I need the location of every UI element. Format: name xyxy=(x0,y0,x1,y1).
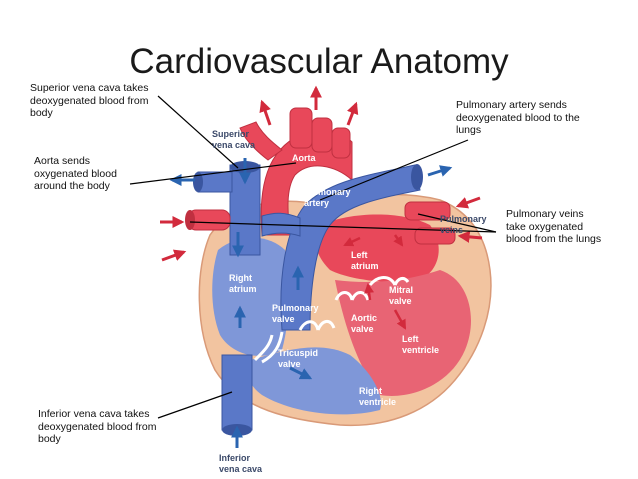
right-ventricle-chamber xyxy=(246,347,381,415)
pulmonary-vein-right-upper xyxy=(404,201,451,221)
arrow-red-in-right-1 xyxy=(455,196,481,209)
annotation-line: Superior vena cava takes xyxy=(30,82,149,94)
annotation-pulmonary-artery: Pulmonary artery sends deoxygenated bloo… xyxy=(456,99,580,137)
aorta-branch-3 xyxy=(331,127,351,159)
aorta-left-branch xyxy=(239,121,283,161)
arrow-red-inside-2 xyxy=(393,234,404,247)
pulmonary-valve xyxy=(298,320,336,331)
annotation-line: oxygenated blood xyxy=(34,167,117,180)
leader-ivc xyxy=(157,391,233,419)
label-left-atrium: Left atrium xyxy=(351,250,379,271)
annotation-line: Pulmonary artery sends xyxy=(456,99,567,111)
label-pulmonary-artery: Pulmonary artery xyxy=(304,187,353,208)
label-left-ventricle: Left ventricle xyxy=(402,334,439,355)
arrow-red-up-1 xyxy=(259,99,272,126)
label-aorta: Aorta xyxy=(292,153,316,163)
annotation-superior-vena-cava: Superior vena cava takes deoxygenated bl… xyxy=(30,82,149,120)
aorta-branch-1 xyxy=(289,107,313,149)
label-pulmonary-valve: Pulmonary valve xyxy=(272,303,321,324)
arrow-blue-right xyxy=(427,165,453,177)
arrow-red-inside-3 xyxy=(393,309,407,330)
annotation-line: deoxygenated blood from xyxy=(38,420,157,433)
label-right-atrium: Right atrium xyxy=(229,273,257,294)
label-aortic-valve: Aortic valve xyxy=(351,313,380,334)
arrow-red-inside-4 xyxy=(364,283,375,301)
slide-title: Cardiovascular Anatomy xyxy=(129,42,509,81)
annotation-line: body xyxy=(38,433,61,445)
annotation-inferior-vena-cava: Inferior vena cava takes deoxygenated bl… xyxy=(38,408,157,446)
annotation-line: Pulmonary veins xyxy=(506,208,584,220)
arrow-red-in-right-2 xyxy=(457,230,483,243)
label-tricuspid-valve: Tricuspid valve xyxy=(278,348,321,369)
aorta-vessel xyxy=(260,129,353,236)
annotation-line: deoxygenated blood from xyxy=(30,94,149,107)
pulmonary-artery-opening xyxy=(411,164,423,190)
label-superior-vena-cava: Superior vena cava xyxy=(212,129,256,150)
annotation-line: blood from the lungs xyxy=(506,233,602,245)
arrow-blue-rv xyxy=(289,366,313,380)
leader-pa xyxy=(319,139,469,201)
label-mitral-valve: Mitral valve xyxy=(389,285,416,306)
aortic-valve xyxy=(334,291,370,301)
leader-pv-1 xyxy=(189,221,497,233)
annotation-aorta: Aorta sends oxygenated blood around the … xyxy=(34,155,117,193)
mitral-valve xyxy=(368,276,410,287)
arrow-red-inside-1 xyxy=(343,236,361,247)
left-atrium-chamber xyxy=(315,214,439,282)
annotation-line: body xyxy=(30,107,53,119)
leader-pv-2 xyxy=(417,213,497,233)
aorta-branch-2 xyxy=(311,117,333,153)
leader-aorta xyxy=(129,162,297,185)
inferior-vena-cava-vessel xyxy=(221,354,253,431)
annotation-line: lungs xyxy=(456,124,482,136)
annotation-line: around the body xyxy=(34,180,110,192)
annotation-line: take oxygenated xyxy=(506,220,584,233)
arrow-red-in-left-2 xyxy=(161,249,187,262)
arrow-red-up-3 xyxy=(346,101,359,126)
annotation-line: deoxygenated blood to the xyxy=(456,111,580,124)
pulmonary-vein-left-opening xyxy=(185,210,195,230)
label-pulmonary-veins: Pulmonary veins xyxy=(440,214,489,235)
tricuspid-valve xyxy=(253,331,284,364)
left-ventricle-chamber xyxy=(335,270,472,396)
right-atrium-chamber xyxy=(212,237,290,356)
label-right-ventricle: Right ventricle xyxy=(359,386,396,407)
brachiocephalic-opening xyxy=(193,172,203,192)
leader-svc xyxy=(157,95,239,169)
annotation-line: Aorta sends xyxy=(34,155,91,167)
label-inferior-vena-cava: Inferior vena cava xyxy=(219,453,263,474)
annotation-line: Inferior vena cava takes xyxy=(38,408,150,420)
pulmonary-vein-right-lower xyxy=(414,227,456,245)
annotation-pulmonary-veins: Pulmonary veins take oxygenated blood fr… xyxy=(506,208,601,246)
